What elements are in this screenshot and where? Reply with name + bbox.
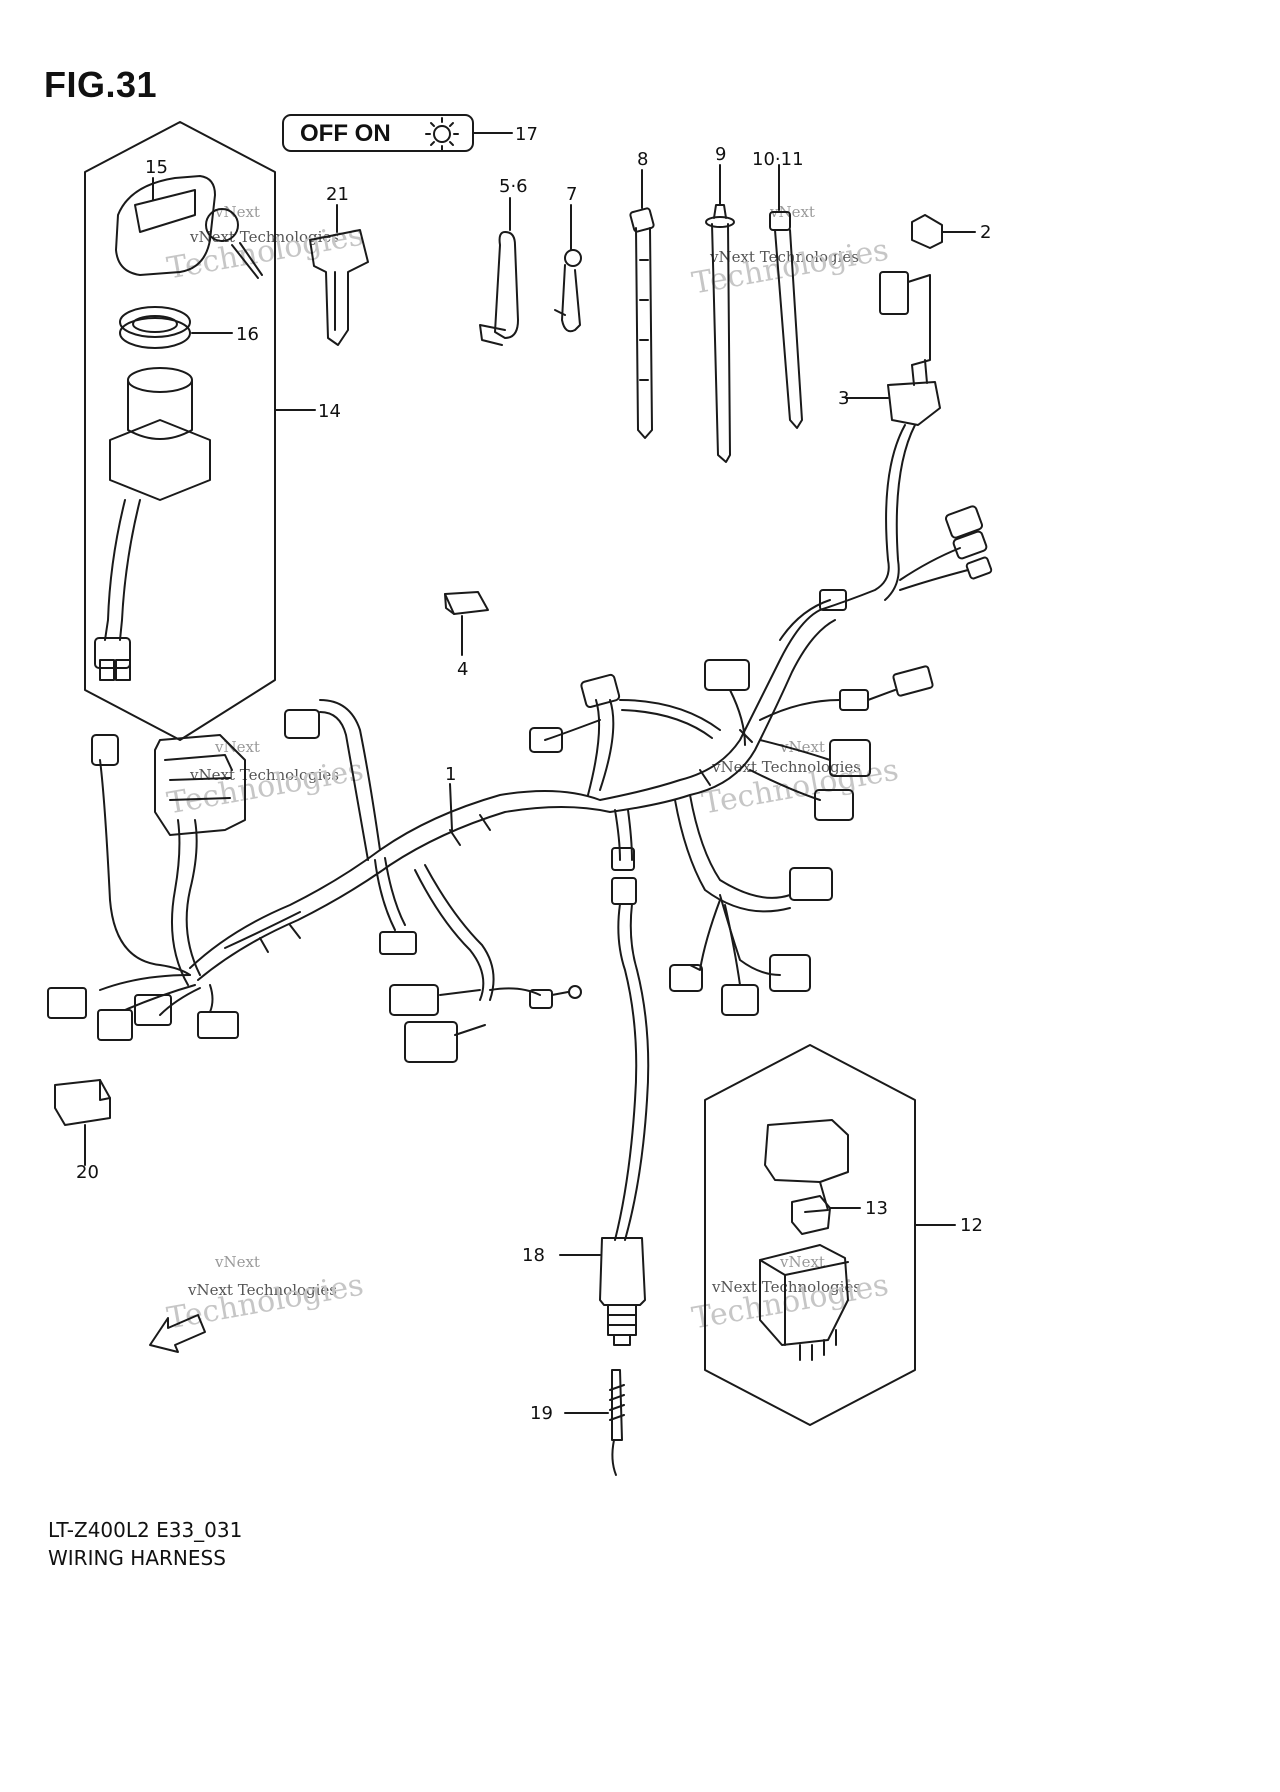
callout-10-11: 10·11 — [752, 149, 804, 170]
cable-tie-part-10-11 — [769, 211, 803, 429]
sensor-part-18 — [599, 1237, 646, 1346]
callout-1: 1 — [445, 764, 456, 785]
connector — [97, 1009, 133, 1041]
connector — [134, 994, 172, 1026]
watermark-line: vNext Technologies — [188, 1281, 338, 1299]
front-arrow-icon — [149, 1314, 206, 1353]
callout-16: 16 — [236, 324, 259, 345]
callout-9: 9 — [715, 144, 726, 165]
connector — [829, 739, 871, 777]
connector — [611, 847, 635, 871]
main-harness — [189, 609, 836, 981]
callout-19: 19 — [530, 1403, 553, 1424]
connector — [704, 659, 750, 691]
assembly-name: WIRING HARNESS — [48, 1546, 226, 1570]
coupler-part-4 — [444, 591, 489, 615]
sun-light-icon — [425, 117, 459, 151]
watermark-brand: vNext — [780, 1253, 825, 1271]
coupler-part-20 — [54, 1079, 111, 1126]
ring-nut-part — [119, 306, 191, 349]
watermark-line: vNext Technologies — [710, 248, 860, 266]
callout-7: 7 — [566, 184, 577, 205]
fuse-part-13 — [791, 1195, 831, 1235]
callout-17: 17 — [515, 124, 538, 145]
callout-4: 4 — [457, 659, 468, 680]
connector — [965, 556, 993, 580]
connector — [91, 734, 119, 766]
ignition-switch-part — [94, 367, 211, 681]
watermark-line: vNext Technologies — [712, 1278, 862, 1296]
relay-part — [759, 1244, 849, 1361]
connector — [769, 954, 811, 992]
connector — [814, 789, 854, 821]
connector — [952, 530, 988, 560]
switch-panel-label: OFF ON — [300, 120, 391, 147]
figure-title: FIG.31 — [44, 64, 158, 105]
watermark-brand: vNext — [215, 738, 260, 756]
watermark-brand: vNext — [215, 1253, 260, 1271]
ecu-connector — [154, 734, 246, 836]
switch-panel-box — [282, 114, 474, 152]
relay-group-outline — [704, 1044, 916, 1426]
connector — [404, 1021, 458, 1063]
callout-20: 20 — [76, 1162, 99, 1183]
watermark-brand: vNext — [780, 738, 825, 756]
push-mount-tie-part-9 — [705, 204, 735, 463]
callout-18: 18 — [522, 1245, 545, 1266]
connector — [284, 709, 320, 739]
callout-15: 15 — [145, 157, 168, 178]
relay-cover-part — [764, 1119, 849, 1213]
callout-8: 8 — [637, 149, 648, 170]
callout-12: 12 — [960, 1215, 983, 1236]
connector — [721, 984, 759, 1016]
callout-13: 13 — [865, 1198, 888, 1219]
callout-21: 21 — [326, 184, 349, 205]
ignition-group-outline — [84, 121, 276, 741]
connector — [580, 673, 621, 709]
connector — [944, 505, 984, 539]
connector — [789, 867, 833, 901]
key-cover-part — [115, 175, 263, 279]
watermark-brand: vNext — [770, 203, 815, 221]
connector — [379, 931, 417, 955]
connector — [47, 987, 87, 1019]
cable-tie-part-8 — [629, 207, 655, 439]
connector — [611, 877, 637, 905]
model-code: LT-Z400L2 E33_031 — [48, 1518, 243, 1542]
spring-part-19 — [609, 1369, 625, 1476]
watermark-line: vNext Technologies — [712, 758, 862, 776]
fuse-part-2 — [911, 214, 943, 249]
clip-part-7 — [554, 249, 582, 333]
connector — [839, 689, 869, 711]
callout-3: 3 — [838, 388, 849, 409]
watermark-brand: vNext — [215, 203, 260, 221]
connector — [819, 589, 847, 611]
callout-14: 14 — [318, 401, 341, 422]
connector — [197, 1011, 239, 1039]
connector — [529, 727, 563, 753]
fuse-holder-part-3 — [879, 271, 941, 426]
callout-2: 2 — [980, 222, 991, 243]
connector — [669, 964, 703, 992]
key-blank-part — [309, 229, 369, 346]
clamp-part-5-6 — [479, 231, 519, 346]
connector — [892, 665, 934, 697]
callout-5-6: 5·6 — [499, 176, 528, 197]
connector — [389, 984, 439, 1016]
connector — [529, 989, 553, 1009]
